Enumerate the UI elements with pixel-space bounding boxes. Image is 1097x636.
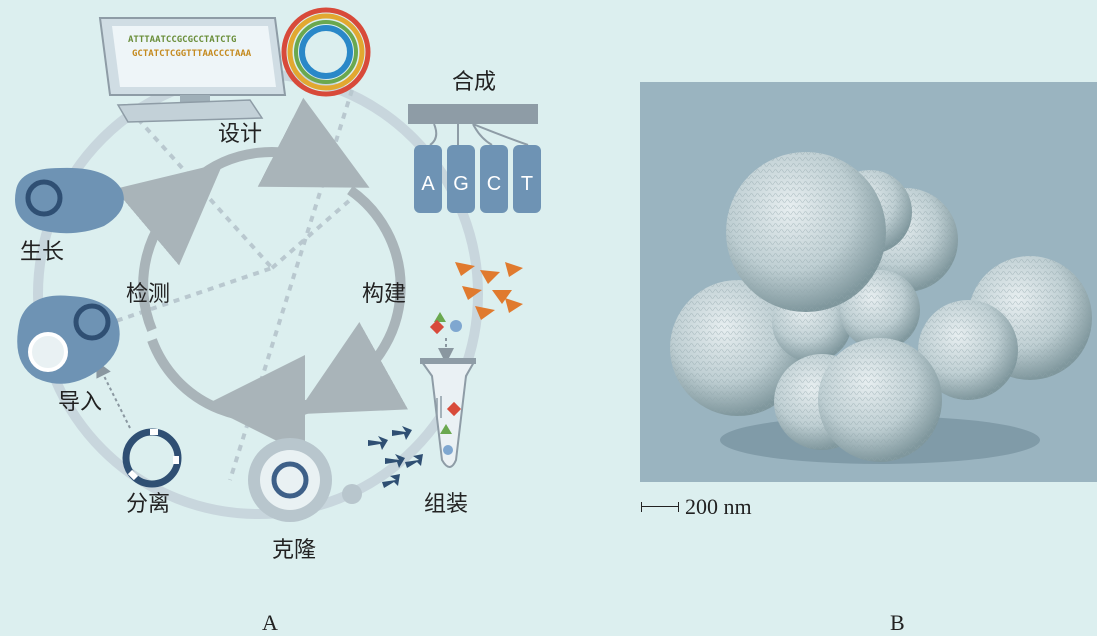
label-test: 检测 xyxy=(126,282,171,307)
panel-a-label: A xyxy=(262,610,278,635)
computer-icon: ATTTAATCCGCGCCTATCTG GCTATCTCGGTTTAACCCT… xyxy=(98,17,287,123)
base-c: C xyxy=(487,173,501,195)
scale-bar: 200 nm xyxy=(641,494,752,520)
assembly-arrows xyxy=(368,426,423,488)
label-assembly: 组装 xyxy=(424,492,469,517)
grow-cell xyxy=(15,167,124,234)
synthesis-bottles: A G C T xyxy=(408,104,541,213)
seq-line-2: GCTATCTCGGTTTAACCCTAAA xyxy=(132,49,252,59)
oligo-fragments xyxy=(455,262,523,320)
scale-bar-line xyxy=(641,502,679,512)
import-arrow xyxy=(96,360,131,429)
scale-bar-label: 200 nm xyxy=(685,494,752,519)
base-a: A xyxy=(421,173,435,195)
clone-cell xyxy=(248,438,362,522)
label-import: 导入 xyxy=(58,390,103,415)
plasmid-design-icon xyxy=(281,7,371,97)
panel-b-label: B xyxy=(890,610,905,635)
inner-cycle-arrows xyxy=(114,97,409,455)
dashed-guides xyxy=(59,89,354,481)
import-cell xyxy=(17,295,120,384)
label-design: 设计 xyxy=(218,122,263,147)
isolated-plasmid xyxy=(122,428,182,488)
label-isolate: 分离 xyxy=(126,492,171,517)
label-clone: 克隆 xyxy=(272,538,317,563)
assembly-reagents xyxy=(429,312,462,364)
base-t: T xyxy=(521,173,533,195)
seq-line-1: ATTTAATCCGCGCCTATCTG xyxy=(128,35,236,45)
test-tube xyxy=(420,358,476,468)
panel-b-micrograph xyxy=(640,82,1097,482)
label-build: 构建 xyxy=(362,282,407,307)
label-synthesis: 合成 xyxy=(452,70,497,95)
label-grow: 生长 xyxy=(20,240,65,265)
base-g: G xyxy=(453,173,469,195)
